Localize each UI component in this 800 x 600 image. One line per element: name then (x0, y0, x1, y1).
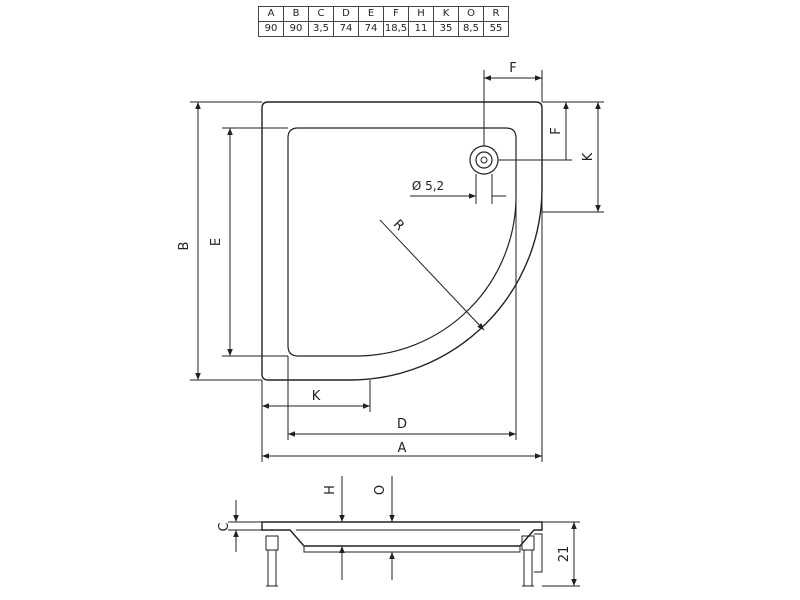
label-drain-diameter: Ø 5,2 (412, 179, 444, 193)
label-R: R (390, 217, 407, 234)
label-K-side: K (581, 152, 596, 161)
tray-inner-outline (287, 127, 517, 357)
label-H: H (323, 485, 338, 495)
table-value-cell: 74 (358, 21, 384, 37)
tray-foot-left (265, 535, 279, 587)
dimension-table-value-row: 90 90 3,5 74 74 18,5 11 35 8,5 55 (258, 21, 509, 37)
dimension-table-header-row: A B C D E F H K O R (258, 6, 509, 22)
dimension-line-R (379, 219, 485, 331)
table-value-cell: 3,5 (308, 21, 334, 37)
table-value-cell: 55 (483, 21, 509, 37)
label-F-side: F (549, 127, 564, 134)
label-B: B (177, 242, 192, 251)
table-value-cell: 90 (283, 21, 309, 37)
label-height: 21 (557, 546, 572, 563)
tray-outer-outline (261, 101, 543, 381)
label-A: A (398, 441, 407, 456)
drain-inner-ring (475, 151, 493, 169)
label-D: D (397, 417, 407, 432)
label-K-bottom: K (312, 389, 321, 404)
label-O: O (373, 485, 388, 495)
tray-foot-right (521, 535, 535, 587)
tray-side-profile (261, 521, 543, 547)
tray-side-inner (296, 529, 521, 553)
drain-center (480, 156, 488, 164)
label-C: C (217, 522, 232, 531)
label-E: E (209, 238, 224, 246)
drain-outer-ring (469, 145, 499, 175)
dimension-table: A B C D E F H K O R 90 90 3,5 74 74 18,5… (258, 6, 509, 37)
label-F-top: F (509, 61, 516, 76)
